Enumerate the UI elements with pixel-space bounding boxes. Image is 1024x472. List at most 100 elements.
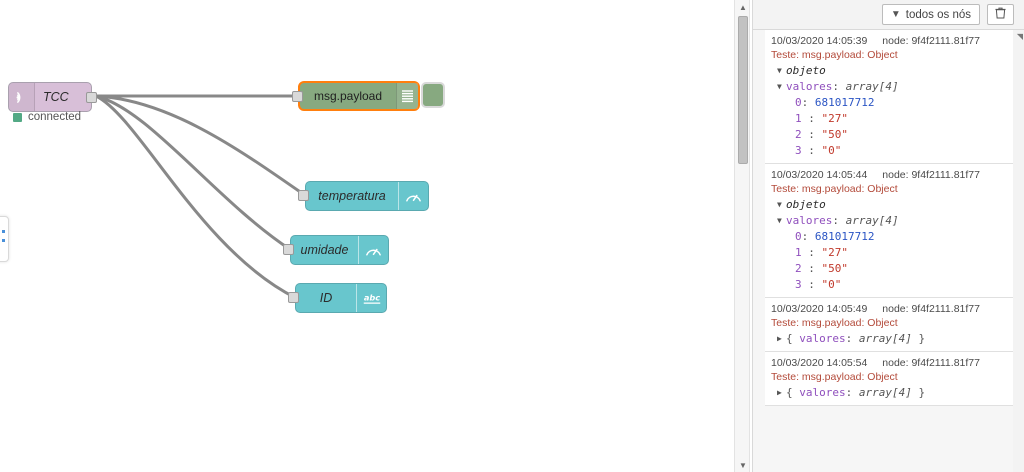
scroll-down-arrow-icon[interactable]: ▼ — [739, 460, 747, 470]
debug-toolbar: ▼ todos os nós — [753, 0, 1024, 30]
flow-canvas[interactable]: TCC connected msg.payload — [0, 0, 734, 472]
debug-prop-row[interactable]: ▼valores: array[4] — [777, 214, 899, 227]
debug-prop-type: array[4] — [858, 386, 912, 399]
clear-debug-button[interactable] — [987, 4, 1014, 25]
debug-message[interactable]: 10/03/2020 14:05:49 node: 9f4f2111.81f77… — [765, 298, 1013, 352]
debug-array-item: 2 : "50" — [795, 128, 848, 141]
wire-layer — [94, 94, 308, 300]
debug-lines-icon — [396, 83, 418, 109]
debug-collapsed-row[interactable]: ▶{ valores: array[4] } — [777, 332, 926, 345]
flow-node-tcc[interactable]: TCC — [8, 82, 97, 112]
debug-root-key: objeto — [786, 64, 826, 77]
twisty-expanded-icon[interactable]: ▼ — [777, 216, 782, 225]
debug-message-header: 10/03/2020 14:05:54 node: 9f4f2111.81f77 — [771, 357, 1007, 369]
array-value: "27" — [821, 112, 849, 125]
debug-root-key: objeto — [786, 198, 826, 211]
debug-source-node: node: 9f4f2111.81f77 — [882, 169, 980, 181]
array-index: 3 — [795, 144, 802, 157]
twisty-collapsed-icon[interactable]: ▶ — [777, 334, 782, 343]
debug-timestamp: 10/03/2020 14:05:39 — [771, 35, 868, 47]
debug-message-list[interactable]: 10/03/2020 14:05:39 node: 9f4f2111.81f77… — [753, 30, 1024, 472]
port-input-id[interactable] — [288, 292, 299, 303]
wire-tcc-to-umidade — [94, 94, 293, 252]
debug-root-row[interactable]: ▼ objeto — [771, 64, 1007, 77]
wire-tcc-to-temperatura — [94, 94, 308, 198]
array-value: 681017712 — [814, 96, 875, 109]
palette-collapse-handle[interactable] — [0, 216, 9, 262]
debug-prop-key: valores — [799, 386, 846, 399]
scroll-up-arrow-icon[interactable]: ▲ — [739, 2, 747, 12]
status-dot-icon — [13, 112, 22, 122]
debug-collapsed-row[interactable]: ▶{ valores: array[4] } — [777, 386, 926, 399]
twisty-expanded-icon[interactable]: ▼ — [777, 66, 782, 75]
debug-array-item: 0: 681017712 — [795, 96, 875, 109]
sidebar-scroll-up-icon[interactable]: ◥ — [1016, 32, 1023, 41]
node-status-tcc: connected — [13, 111, 81, 123]
debug-message[interactable]: 10/03/2020 14:05:54 node: 9f4f2111.81f77… — [765, 352, 1013, 406]
trash-icon — [995, 7, 1006, 22]
debug-timestamp: 10/03/2020 14:05:44 — [771, 169, 868, 181]
debug-message-header: 10/03/2020 14:05:49 node: 9f4f2111.81f77 — [771, 303, 1007, 315]
debug-message-header: 10/03/2020 14:05:39 node: 9f4f2111.81f77 — [771, 35, 1007, 47]
status-label: connected — [28, 111, 82, 123]
canvas-vertical-scrollbar[interactable]: ▲ ▼ — [734, 0, 750, 472]
debug-array-item: 1 : "27" — [795, 246, 849, 259]
flow-node-temperatura[interactable]: temperatura — [298, 181, 429, 211]
debug-prop-key: valores — [786, 80, 833, 93]
debug-array-item: 0: 681017712 — [795, 230, 875, 243]
debug-array-item: 2 : "50" — [795, 262, 849, 275]
debug-topic: Teste: msg.payload: Object — [771, 49, 898, 61]
flow-node-id[interactable]: ID abc — [288, 283, 387, 313]
debug-prop-key: valores — [799, 332, 846, 345]
array-index: 0 — [795, 230, 802, 243]
gauge-icon — [358, 236, 388, 264]
array-value: "50" — [821, 262, 849, 275]
wire-tcc-to-id — [94, 94, 298, 300]
debug-message[interactable]: 10/03/2020 14:05:39 node: 9f4f2111.81f77… — [765, 30, 1013, 164]
flow-node-umidade[interactable]: umidade — [283, 235, 389, 265]
array-index: 3 — [795, 278, 802, 291]
port-output-tcc[interactable] — [86, 92, 97, 103]
node-label-id: ID — [319, 291, 333, 305]
twisty-collapsed-icon[interactable]: ▶ — [777, 388, 782, 397]
debug-prop-row[interactable]: ▼valores: array[4] — [777, 80, 899, 93]
array-value: "0" — [821, 278, 842, 291]
debug-topic: Teste: msg.payload: Object — [771, 371, 898, 383]
array-value: "0" — [821, 144, 842, 157]
debug-enable-toggle[interactable] — [421, 82, 445, 108]
array-index: 2 — [795, 262, 802, 275]
array-index: 1 — [795, 246, 802, 259]
filter-nodes-button[interactable]: ▼ todos os nós — [881, 4, 980, 25]
debug-message-header: 10/03/2020 14:05:44 node: 9f4f2111.81f77 — [771, 169, 1007, 181]
debug-source-node: node: 9f4f2111.81f77 — [882, 35, 980, 47]
flow-node-debug[interactable]: msg.payload — [292, 81, 445, 111]
debug-root-row[interactable]: ▼ objeto — [771, 198, 1007, 211]
node-label-umidade: umidade — [300, 243, 349, 257]
debug-array-item: 1 : "27" — [795, 112, 849, 125]
array-index: 0 — [795, 96, 802, 109]
array-index: 1 — [795, 112, 802, 125]
debug-sidebar: ▼ todos os nós 10/03/2020 14:05:39 no — [752, 0, 1024, 472]
debug-topic: Teste: msg.payload: Object — [771, 317, 898, 329]
node-label-temperatura: temperatura — [318, 189, 386, 203]
debug-source-node: node: 9f4f2111.81f77 — [882, 303, 980, 315]
debug-array-item: 3 : "0" — [795, 278, 842, 291]
port-input-umidade[interactable] — [283, 244, 294, 255]
debug-prop-type: array[4] — [858, 332, 912, 345]
debug-message[interactable]: 10/03/2020 14:05:44 node: 9f4f2111.81f77… — [765, 164, 1013, 298]
canvas-scrollbar-thumb[interactable] — [738, 16, 748, 164]
svg-text:abc: abc — [363, 292, 379, 302]
debug-timestamp: 10/03/2020 14:05:54 — [771, 357, 868, 369]
twisty-expanded-icon[interactable]: ▼ — [777, 82, 782, 91]
array-index: 2 — [795, 128, 802, 141]
debug-topic: Teste: msg.payload: Object — [771, 183, 898, 195]
filter-button-label: todos os nós — [905, 8, 971, 21]
debug-prop-type: array[4] — [845, 80, 899, 93]
twisty-expanded-icon[interactable]: ▼ — [777, 200, 782, 209]
handle-grip-dots — [2, 230, 5, 248]
array-value: "27" — [821, 246, 849, 259]
filter-icon: ▼ — [890, 9, 901, 20]
sidebar-vertical-scrollbar[interactable]: ◥ — [1013, 30, 1024, 472]
port-input-debug[interactable] — [292, 91, 303, 102]
port-input-temperatura[interactable] — [298, 190, 309, 201]
